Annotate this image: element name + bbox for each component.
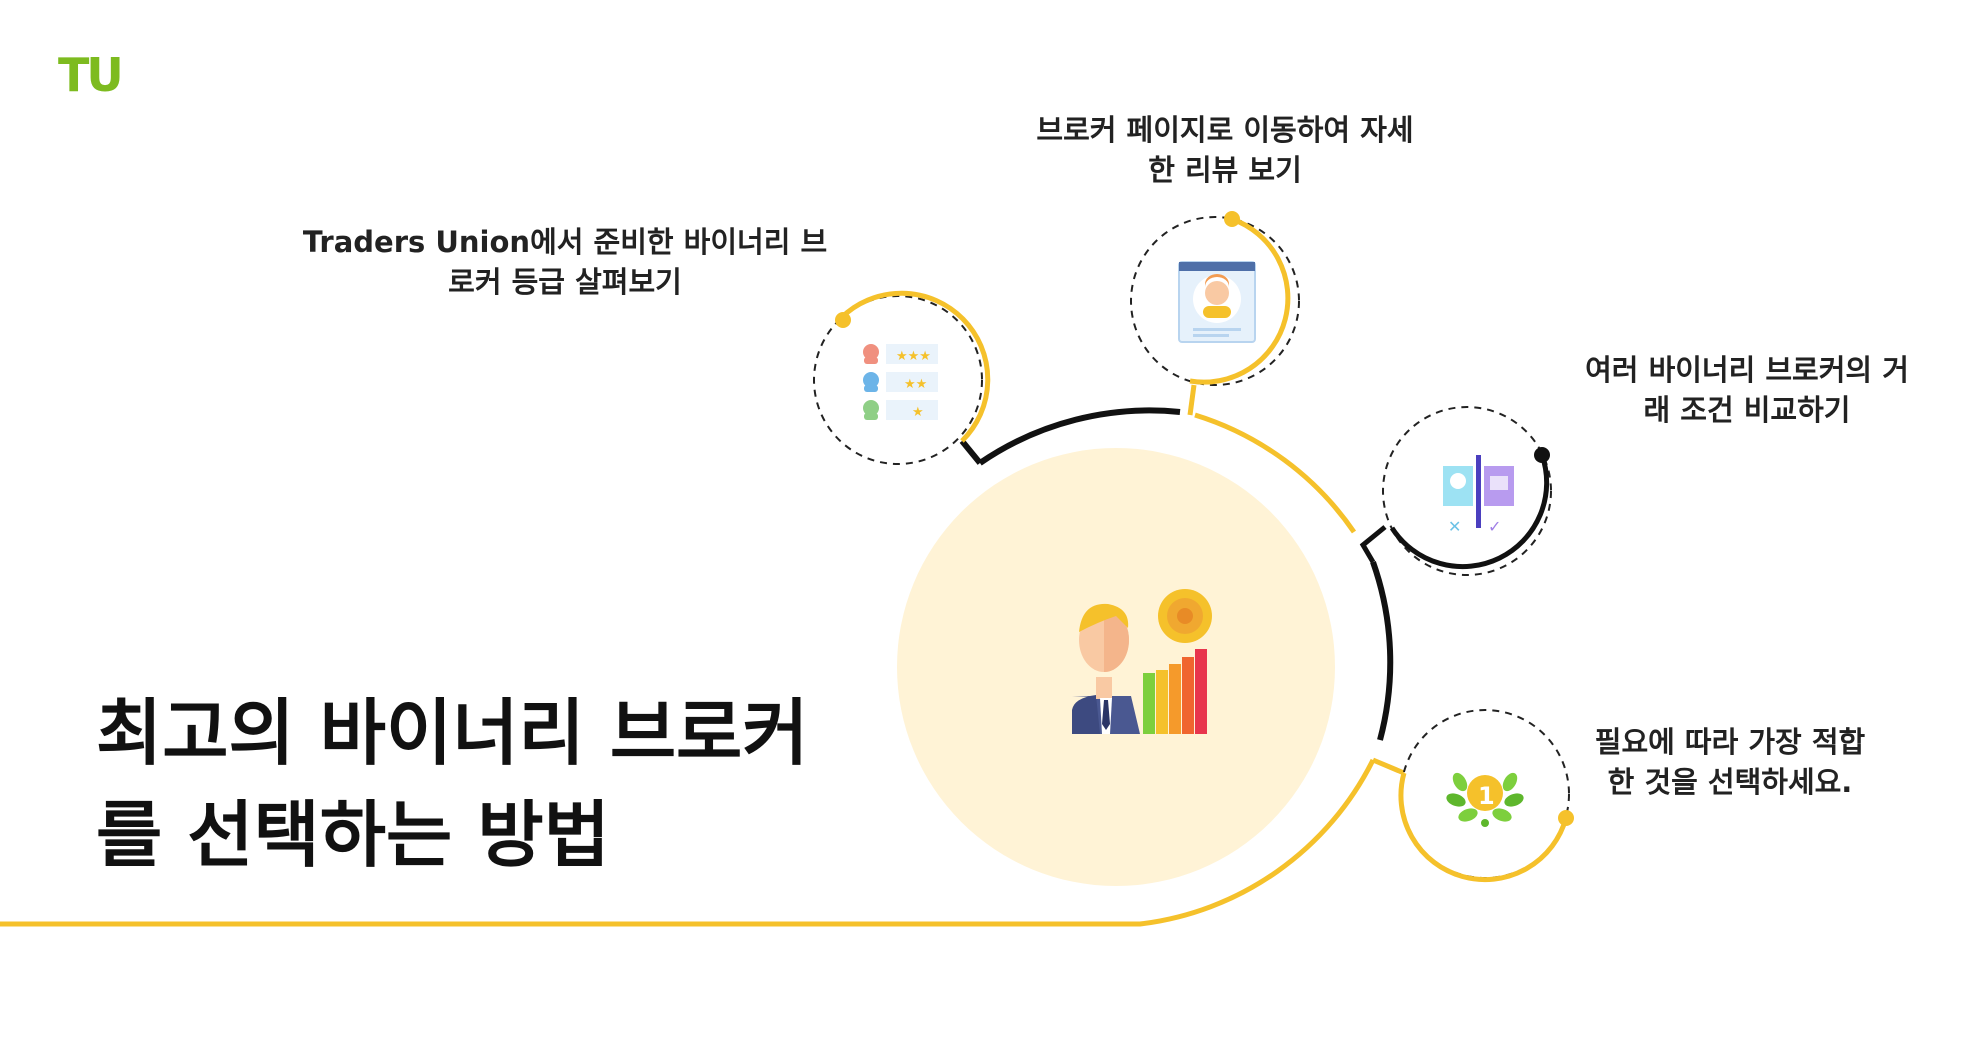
ring-segment-black-top xyxy=(978,407,1181,466)
svg-text:★: ★ xyxy=(912,405,924,420)
svg-text:✓: ✓ xyxy=(1488,517,1501,536)
connector-2 xyxy=(1187,384,1197,416)
ring-segment-black-right xyxy=(1370,560,1394,741)
svg-text:★★: ★★ xyxy=(904,377,927,392)
tu-logo: TU xyxy=(58,48,124,102)
step-1-caption: Traders Union에서 준비한 바이너리 브로커 등급 살펴보기 xyxy=(302,225,828,299)
step-3-caption: 여러 바이너리 브로커의 거래 조건 비교하기 xyxy=(1585,353,1909,427)
step-2-caption: 브로커 페이지로 이동하여 자세한 리뷰 보기 xyxy=(1036,113,1414,187)
connector-3 xyxy=(1359,525,1387,564)
svg-text:★★★: ★★★ xyxy=(896,349,931,364)
rating-list-icon: ★★★ ★★ ★ xyxy=(863,344,938,420)
connector-4 xyxy=(1372,757,1405,776)
step-4-node xyxy=(1398,709,1574,882)
profile-page-icon xyxy=(1178,261,1256,343)
svg-text:1: 1 xyxy=(1478,782,1495,810)
step-4-caption: 필요에 따라 가장 적합한 것을 선택하세요. xyxy=(1594,725,1866,799)
step-1-node xyxy=(813,290,991,465)
compare-icon: ✕ ✓ xyxy=(1443,455,1514,536)
step-3-node xyxy=(1382,406,1552,576)
connector-1 xyxy=(959,439,983,465)
page-title: 최고의 바이너리 브로커를 선택하는 방법 xyxy=(96,691,809,877)
svg-text:✕: ✕ xyxy=(1448,517,1461,536)
step-2-node xyxy=(1130,211,1300,386)
businessman-growth-chart-icon xyxy=(1072,589,1212,734)
baseline-connector xyxy=(0,758,1376,927)
ring-segment-yellow-right xyxy=(1194,412,1357,534)
first-place-award-icon: 1 xyxy=(1446,772,1524,827)
